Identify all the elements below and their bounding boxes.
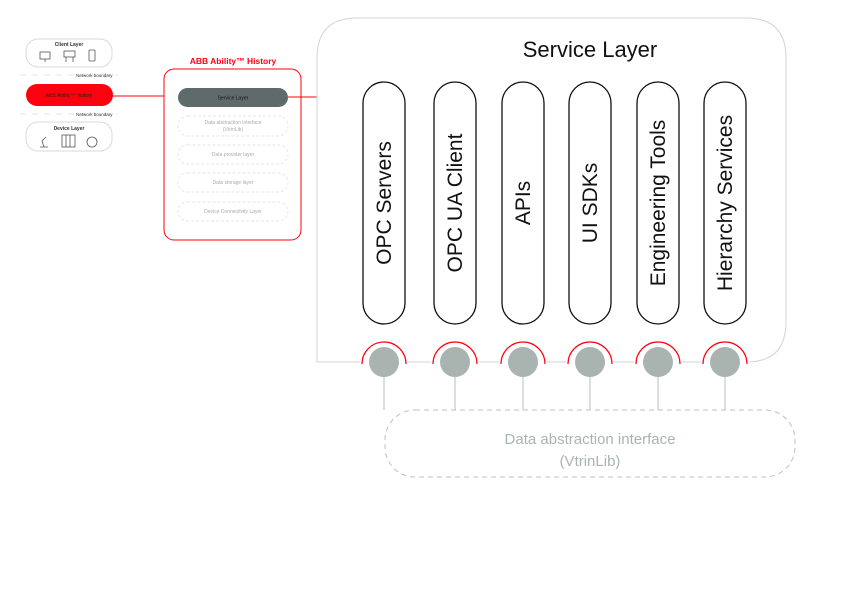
svg-text:(VtrinLib): (VtrinLib) <box>223 127 244 133</box>
svg-text:Data provider layer: Data provider layer <box>212 152 255 158</box>
network-boundary-bottom: Network boundary <box>76 112 113 117</box>
pillar-label: UI SDKs <box>579 163 602 244</box>
data-abstraction-item[interactable]: Data abstraction interface (VtrinLib) <box>177 115 289 137</box>
workstation-icon <box>63 50 76 62</box>
connector-1 <box>431 341 479 410</box>
connector-5 <box>701 341 749 410</box>
pillar-1[interactable]: OPC UA Client <box>433 81 477 325</box>
client-layer-box: Client Layer <box>25 38 113 68</box>
plug-circle-icon <box>643 347 673 377</box>
svg-text:Data storage layer: Data storage layer <box>213 180 254 186</box>
client-layer-label: Client Layer <box>55 42 84 48</box>
pillar-2[interactable]: APIs <box>501 81 545 325</box>
device-layer-box: Device Layer <box>25 121 113 152</box>
cabinet-icon <box>61 134 76 148</box>
plug-circle-icon <box>440 347 470 377</box>
svg-text:Data abstraction interface: Data abstraction interface <box>205 120 262 126</box>
mobile-icon <box>88 49 96 62</box>
service-layer-item[interactable]: Service Layer <box>178 88 288 107</box>
robot-arm-icon <box>40 136 48 148</box>
plug-circle-icon <box>710 347 740 377</box>
pillar-label: Hierarchy Services <box>714 115 737 291</box>
connector-0 <box>360 341 408 410</box>
data-abstraction-box: Data abstraction interface (VtrinLib) <box>384 409 796 478</box>
svg-text:(VtrinLib): (VtrinLib) <box>560 453 621 470</box>
pillar-label: OPC UA Client <box>444 133 467 272</box>
plug-circle-icon <box>508 347 538 377</box>
pillar-3[interactable]: UI SDKs <box>568 81 612 325</box>
svg-text:ABB Ability™ History: ABB Ability™ History <box>46 93 93 99</box>
monitor-icon <box>39 51 51 62</box>
connector-3 <box>566 341 614 410</box>
data-provider-item[interactable]: Data provider layer <box>177 144 289 165</box>
plug-circle-icon <box>369 347 399 377</box>
device-connectivity-item[interactable]: Device Connectivity Layer <box>177 201 289 222</box>
connector-2 <box>499 341 547 410</box>
pillar-label: Engineering Tools <box>647 120 670 287</box>
motor-icon <box>86 136 98 148</box>
device-layer-label: Device Layer <box>54 126 85 132</box>
pillar-4[interactable]: Engineering Tools <box>636 81 680 325</box>
connector-4 <box>634 341 682 410</box>
pillar-label: OPC Servers <box>373 141 396 265</box>
svg-text:Device Connectivity Layer: Device Connectivity Layer <box>204 209 262 215</box>
network-boundary-top: Network boundary <box>76 73 113 78</box>
plug-circle-icon <box>575 347 605 377</box>
abb-ability-history-pill[interactable]: ABB Ability™ History <box>26 84 113 106</box>
pillar-0[interactable]: OPC Servers <box>362 81 406 325</box>
history-box <box>163 68 302 241</box>
history-title: ABB Ability™ History <box>190 56 277 66</box>
pillar-5[interactable]: Hierarchy Services <box>703 81 747 325</box>
svg-text:Service Layer: Service Layer <box>218 96 249 102</box>
pillar-label: APIs <box>512 181 535 225</box>
data-storage-item[interactable]: Data storage layer <box>177 172 289 193</box>
service-layer-title: Service Layer <box>523 37 658 62</box>
svg-text:Data abstraction interface: Data abstraction interface <box>505 431 676 448</box>
